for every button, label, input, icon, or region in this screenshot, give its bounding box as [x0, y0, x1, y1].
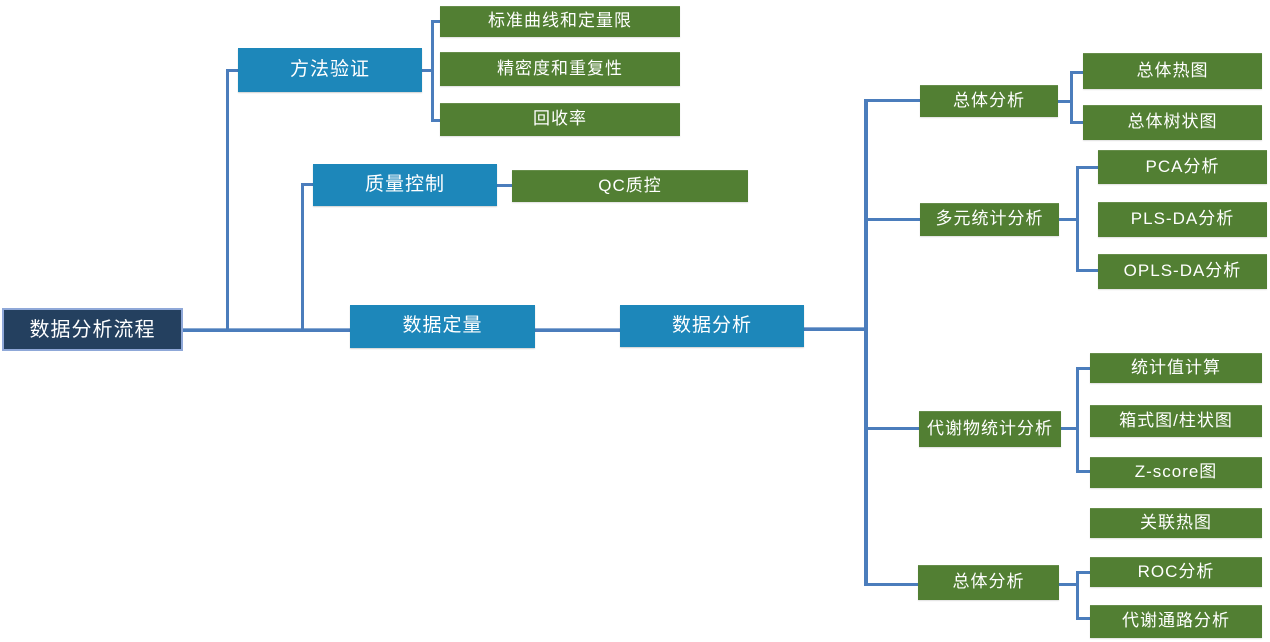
node-roc: ROC分析: [1090, 557, 1262, 587]
connector-branch-method-stub: [226, 69, 240, 72]
node-overall-heatmap: 总体热图: [1083, 53, 1262, 89]
connector-spine-overall2-stub: [864, 583, 918, 586]
node-overall-dendrogram: 总体树状图: [1083, 105, 1262, 140]
node-std-curve: 标准曲线和定量限: [440, 6, 680, 37]
connector-multivariate-child3-stub: [1076, 269, 1098, 272]
connector-spine-metabolite-stub: [864, 427, 919, 430]
connector-right-spine: [864, 99, 868, 586]
connector-metabolite-child1-stub: [1076, 367, 1090, 370]
connector-overall1-parent-stub: [1058, 100, 1073, 103]
connector-metabolite-bracket: [1076, 367, 1079, 473]
connector-overall1-bracket: [1070, 71, 1073, 124]
node-pathway: 代谢通路分析: [1090, 605, 1262, 638]
connector-method-child1-stub: [431, 20, 440, 23]
connector-branch-quality-stub: [301, 183, 315, 186]
node-recovery: 回收率: [440, 103, 680, 136]
connector-quality-qc-stub: [497, 184, 512, 187]
connector-spine-overall1-stub: [864, 99, 920, 102]
connector-method-parent-stub: [422, 69, 434, 72]
connector-metabolite-parent-stub: [1061, 427, 1078, 430]
node-data-quant: 数据定量: [350, 305, 535, 348]
node-box-bar: 箱式图/柱状图: [1090, 405, 1262, 437]
connector-root-trunk: [182, 328, 352, 332]
connector-analysis-spine: [804, 327, 866, 331]
connector-multivariate-parent-stub: [1059, 218, 1078, 221]
connector-branch-method-vertical: [226, 69, 229, 332]
node-precision: 精密度和重复性: [440, 52, 680, 86]
connector-overall2-parent-stub: [1059, 583, 1078, 586]
connector-method-child3-stub: [431, 119, 440, 122]
connector-overall1-child1-stub: [1070, 71, 1083, 74]
node-multivariate: 多元统计分析: [920, 203, 1059, 236]
connector-metabolite-child3-stub: [1076, 470, 1090, 473]
node-method-validation: 方法验证: [238, 48, 422, 92]
node-data-analysis: 数据分析: [620, 305, 804, 347]
connector-branch-quality-vertical: [301, 183, 304, 332]
node-overall-analysis-1: 总体分析: [920, 85, 1058, 117]
node-pca: PCA分析: [1098, 150, 1267, 184]
node-plsda: PLS-DA分析: [1098, 202, 1267, 237]
node-quality-control: 质量控制: [313, 164, 497, 206]
node-zscore: Z-score图: [1090, 457, 1262, 488]
connector-overall1-child2-stub: [1070, 121, 1083, 124]
connector-multivariate-child1-stub: [1076, 166, 1098, 169]
node-overall-analysis-2: 总体分析: [918, 565, 1059, 600]
connector-overall2-bracket: [1076, 571, 1079, 620]
node-stat-calc: 统计值计算: [1090, 353, 1262, 383]
node-qc: QC质控: [512, 170, 748, 202]
node-root: 数据分析流程: [2, 308, 183, 351]
connector-multivariate-bracket: [1076, 166, 1079, 272]
node-metabolite-stats: 代谢物统计分析: [919, 411, 1061, 447]
connector-spine-multivariate-stub: [864, 218, 920, 221]
node-corr-heatmap: 关联热图: [1090, 508, 1262, 538]
connector-method-bracket: [431, 20, 434, 122]
node-oplsda: OPLS-DA分析: [1098, 254, 1267, 289]
connector-overall2-child2-stub: [1076, 617, 1090, 620]
connector-overall2-child1-stub: [1076, 571, 1090, 574]
connector-quant-analysis: [535, 328, 620, 332]
